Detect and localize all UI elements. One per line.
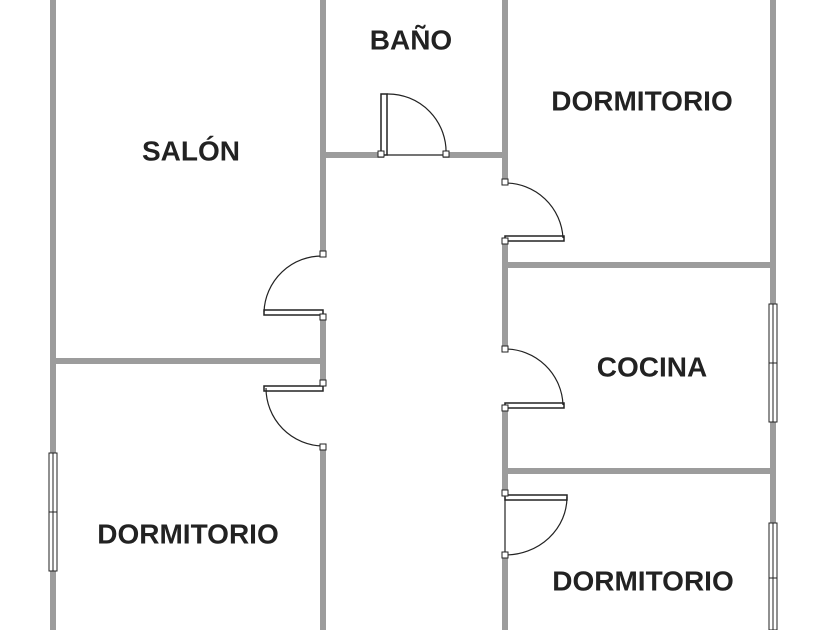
window-dormitorio-bottom-right	[768, 522, 779, 630]
window-cocina	[768, 303, 779, 423]
room-label-dormitorio-bottom-right: DORMITORIO	[552, 565, 733, 596]
room-label-dormitorio-top-right: DORMITORIO	[551, 85, 732, 116]
door-cocina	[501, 345, 565, 412]
room-label-cocina: COCINA	[597, 351, 707, 382]
door-dormitorio-top-right	[501, 178, 565, 245]
door-dormitorio-bottom-left	[263, 379, 327, 451]
door-dormitorio-bottom-right	[501, 489, 568, 559]
room-label-dormitorio-bottom-left: DORMITORIO	[97, 518, 278, 549]
room-label-bano: BAÑO	[370, 24, 452, 55]
room-label-salon: SALÓN	[142, 135, 240, 166]
door-salon	[263, 250, 327, 321]
door-bano	[377, 93, 450, 158]
window-left	[48, 452, 59, 572]
